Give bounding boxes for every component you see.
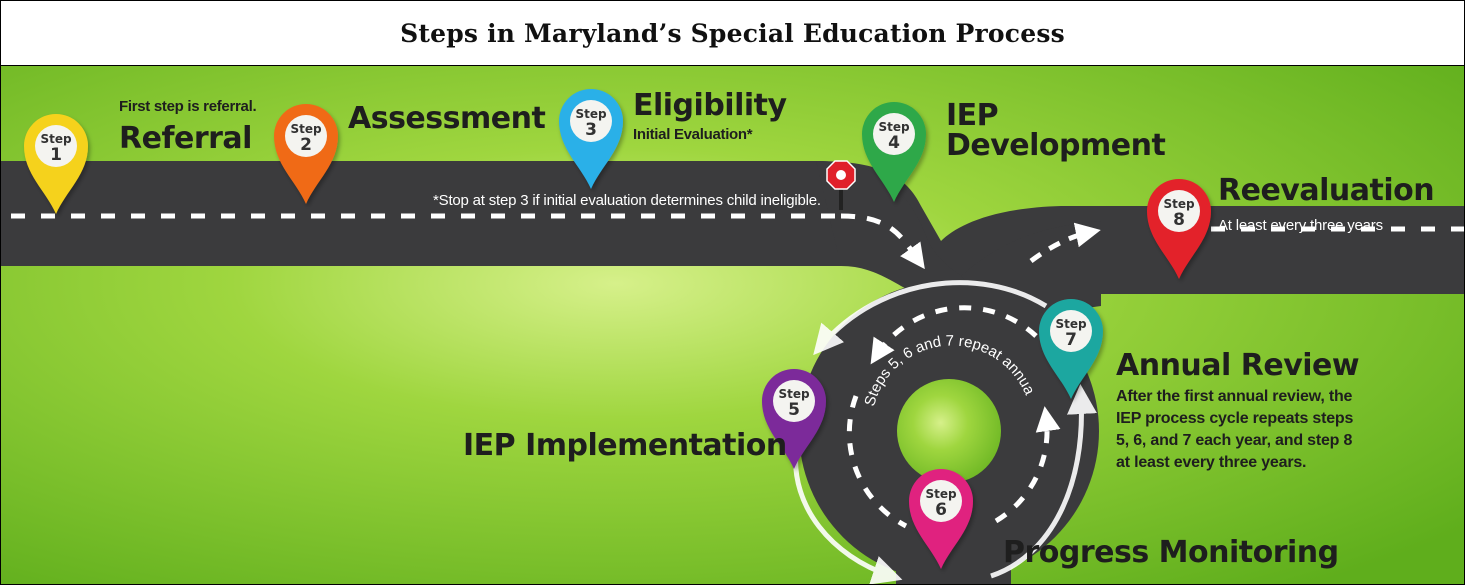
step-8-pin-word: Step xyxy=(1163,197,1195,211)
step-8-name: Reevaluation xyxy=(1218,173,1435,208)
step-1-name: Referral xyxy=(119,121,252,156)
step-3-pin-number: 3 xyxy=(585,120,597,140)
step-5-pin-word: Step xyxy=(778,387,810,401)
lane-dashes-junction xyxy=(1029,222,1101,264)
inner-loop-dashes-2 xyxy=(846,395,908,529)
step-3-name: Eligibility xyxy=(633,88,787,123)
step-6-name: Progress Monitoring xyxy=(1003,535,1339,570)
flow-arrow-to-5 xyxy=(813,280,1048,356)
flow-arrow-to-7 xyxy=(990,384,1097,579)
step-6-pin-word: Step xyxy=(925,487,957,501)
step-7-name: Annual Review xyxy=(1116,348,1360,383)
step-1-pin-word: Step xyxy=(40,132,72,146)
step-4-name-line2: Development xyxy=(946,128,1166,163)
step-6-pin-number: 6 xyxy=(935,500,947,520)
step-4-pin-word: Step xyxy=(878,120,910,134)
stop-sign xyxy=(826,160,856,210)
step-1-subtitle: First step is referral. xyxy=(119,98,257,115)
step-8-subtitle: At least every three years xyxy=(1218,217,1383,234)
background xyxy=(1,66,1464,584)
title-bar: Steps in Maryland’s Special Education Pr… xyxy=(1,1,1464,66)
page-title: Steps in Maryland’s Special Education Pr… xyxy=(400,18,1065,48)
step-4-pin-number: 4 xyxy=(888,133,900,153)
step-7-pin-word: Step xyxy=(1055,317,1087,331)
step-4-name-line1: IEP xyxy=(946,98,999,133)
annual-review-note: After the first annual review, the IEP p… xyxy=(1116,388,1354,471)
step-5-name: IEP Implementation xyxy=(463,428,787,463)
step-8-pin-number: 8 xyxy=(1173,210,1185,230)
lane-dashes-curve xyxy=(840,213,925,270)
step-3-subtitle: Initial Evaluation* xyxy=(633,126,753,143)
step-1-pin-number: 1 xyxy=(50,145,62,165)
roundabout-island xyxy=(897,379,1001,483)
stop-note: *Stop at step 3 if initial evaluation de… xyxy=(433,192,821,209)
step-7-pin-number: 7 xyxy=(1065,330,1077,350)
step-5-pin-number: 5 xyxy=(788,400,800,420)
step-2-name: Assessment xyxy=(348,101,546,136)
flow-arrow-to-6 xyxy=(793,450,903,584)
step-3-pin-word: Step xyxy=(575,107,607,121)
step-2-pin-word: Step xyxy=(290,122,322,136)
road-junction xyxy=(961,221,1101,356)
step-2-pin-number: 2 xyxy=(300,135,312,155)
inner-loop-dashes xyxy=(870,305,1038,365)
